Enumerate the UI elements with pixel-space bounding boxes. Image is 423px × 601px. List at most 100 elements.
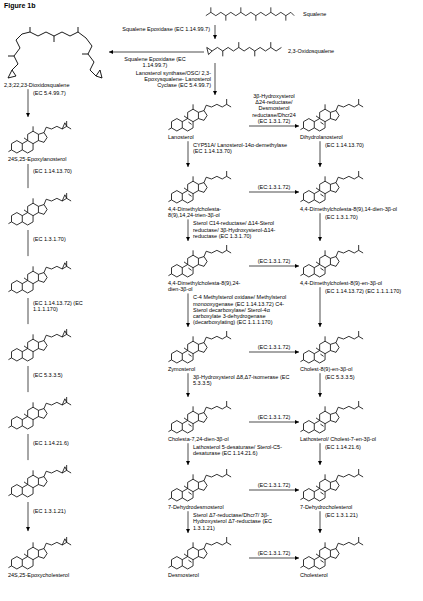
compound-node: 24S,25-Epoxylanosterol: [8, 118, 98, 162]
enzyme-label: (EC 1.14.21.6): [33, 440, 103, 446]
sterol-structure: [8, 465, 71, 497]
enzyme-label: Lanosterol synthase/OSC/ 2,3-Epoxysquale…: [132, 70, 211, 89]
compound-name: 24S,25-Epoxylanosterol: [8, 156, 98, 162]
enzyme-label: (EC 1.3.1.21): [325, 512, 417, 518]
enzyme-label: C-4 Methylsterol oxidase/ Methylsterol m…: [193, 294, 295, 325]
structure-formula: [300, 469, 363, 501]
enzyme-label: (EC 1.3.1.70): [33, 236, 103, 242]
compound-name: 2,3;22,23-Dioxidosqualene: [4, 82, 108, 88]
compound-name: 7-Dehydrodesmosterol: [168, 504, 248, 510]
enzyme-label: CYP51A/ Lanosterol-14α-demethylase (EC 1…: [193, 142, 295, 154]
compound-name: 2,3-Oxidosqualene: [288, 48, 334, 54]
compound-node: Lanosterol: [168, 96, 248, 140]
compound-node: Zymosterol: [168, 328, 248, 372]
reaction-arrow: [215, 25, 216, 39]
structure-formula: [300, 331, 363, 363]
enzyme-label: (EC:1.3.1.72): [250, 258, 298, 264]
structure-formula: [168, 469, 231, 501]
compound-name: 7-Dehydrocholesterol: [300, 504, 410, 510]
reaction-arrow: [249, 126, 299, 127]
reaction-arrow: [249, 422, 299, 423]
enzyme-label: (EC 5.4.99.7): [33, 90, 103, 96]
compound-name: Desmosterol: [168, 572, 248, 578]
reaction-arrow: [249, 490, 299, 491]
compound-name: Cholesta-7,24-dien-3β-ol: [168, 436, 248, 442]
structure-formula: [300, 466, 364, 504]
enzyme-label: (EC 5.3.3.5): [325, 374, 417, 380]
structure-formula: [8, 537, 71, 569]
structure-formula: [168, 245, 231, 277]
compound-node: 4,4-Dimethylcholesta-8(9),24-dien-3β-ol: [168, 242, 248, 292]
reaction-arrow: [320, 287, 321, 327]
enzyme-label: (EC 1.3.1.21): [33, 508, 103, 514]
reaction-arrow: [215, 63, 216, 95]
enzyme-label: (EC 5.3.3.5): [33, 372, 103, 378]
enzyme-label: (EC 1.14.13.72) (EC 1.1.1.170): [33, 300, 85, 312]
structure-formula: [206, 7, 294, 20]
structure-formula: [300, 99, 363, 131]
enzyme-label: (EC:1.3.1.72): [250, 414, 298, 420]
compound-node: 2,3-Oxidosqualene: [205, 40, 334, 62]
structure-formula: [300, 328, 364, 366]
enzyme-label: Sterol Δ7-reductase/Dhcr7/ 3β-Hydroxyste…: [193, 512, 295, 531]
enzyme-label: Sterol C14-reductase/ Δ14-Sterol reducta…: [193, 220, 295, 239]
compound-node: Cholesta-7,24-dien-3β-ol: [168, 398, 248, 442]
sterol-structure: [8, 193, 71, 225]
enzyme-label: (EC:1.3.1.72): [250, 184, 298, 190]
structure-formula: [200, 4, 300, 24]
arrow-head: [28, 188, 29, 531]
reaction-arrow: [320, 443, 321, 465]
compound-name: Lanosterol: [168, 134, 248, 140]
structure-formula: [8, 118, 72, 156]
structure-formula: [8, 121, 71, 153]
reaction-arrow: [28, 89, 29, 117]
sterol-structure: [8, 397, 71, 429]
reaction-arrow: [109, 52, 204, 53]
compound-name: Cholesterol: [300, 572, 410, 578]
enzyme-label: Squalene Epoxidase (EC 1.14.99.7): [118, 26, 210, 32]
enzyme-label: (EC:1.3.1.72): [250, 344, 298, 350]
enzyme-label: (EC 1.14.21.6): [325, 444, 417, 450]
structure-formula: [300, 245, 363, 277]
structure-formula: [300, 171, 363, 203]
structure-formula: [300, 398, 364, 436]
structure-formula: [168, 242, 232, 280]
structure-formula: [168, 401, 231, 433]
compound-name: 4,4-Dimethylcholesta-8(9),14-dien-3β-ol: [300, 206, 410, 212]
structure-formula: [8, 534, 72, 572]
structure-formula: [300, 537, 363, 569]
reaction-arrow: [320, 373, 321, 397]
compound-node: Desmosterol: [168, 534, 248, 578]
compound-name: Zymosterol: [168, 366, 248, 372]
compound-name: Cholest-8(9)-en-3β-ol: [300, 366, 410, 372]
compound-name: 4,4-Dimethylcholesta-8(9),24-dien-3β-ol: [168, 280, 248, 292]
reaction-arrow: [320, 141, 321, 167]
structure-formula: [300, 242, 364, 280]
structure-formula: [300, 168, 364, 206]
figure-title: Figure 1b: [4, 2, 36, 9]
structure-formula: [168, 466, 232, 504]
compound-node: 24S,25-Epoxycholesterol: [8, 534, 98, 578]
structure-formula: [300, 534, 364, 572]
enzyme-label: (EC 1.14.13.70): [33, 168, 103, 174]
enzyme-label: (EC 1.14.13.72) (EC 1.1.1.170): [325, 288, 417, 294]
enzyme-label: (EC 1.3.1.70): [325, 214, 417, 220]
reaction-arrow: [320, 213, 321, 241]
compound-node: 7-Dehydrocholesterol: [300, 466, 410, 510]
enzyme-label: 3β-Hydroxysterol Δ8,Δ7-isomerase (EC 5.3…: [193, 374, 295, 386]
enzyme-label: 3β-Hydroxysterol Δ24-reductase/ Desmoste…: [249, 93, 299, 124]
enzyme-label: Squalene Epoxidase (EC 1.14.99.7): [112, 56, 198, 68]
reaction-arrow: [249, 192, 299, 193]
enzyme-label: Lathosterol 5-desaturase/ Sterol-C5-desa…: [193, 444, 295, 456]
structure-formula: [300, 96, 364, 134]
compound-name: Dihydrolanosterol: [300, 134, 410, 140]
compound-name: 4,4-Dimethylcholesta-8(9),14,24-trien-3β…: [168, 206, 248, 218]
structure-formula: [168, 171, 231, 203]
compound-node: Lathosterol/ Cholest-7-en-3β-ol: [300, 398, 410, 442]
enzyme-label: (EC:1.3.1.72): [250, 482, 298, 488]
structure-formula: [4, 26, 104, 82]
compound-name: Squalene: [303, 11, 326, 17]
reaction-arrow: [188, 293, 189, 327]
reaction-arrow: [249, 558, 299, 559]
